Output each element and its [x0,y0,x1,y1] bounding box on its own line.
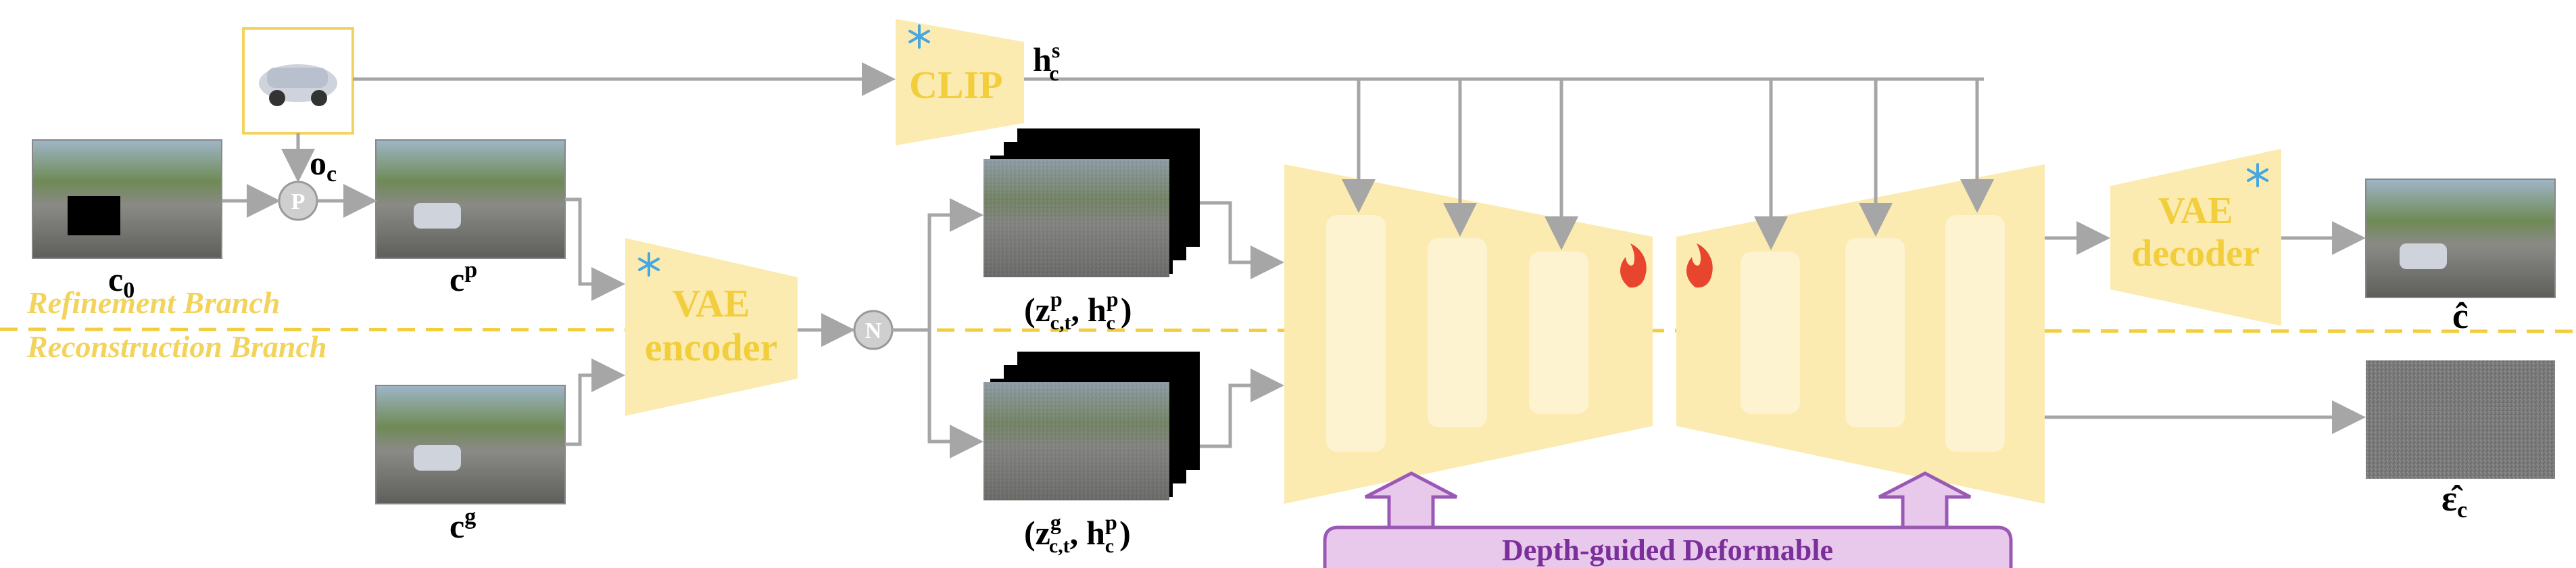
label-cp: cp [449,258,477,298]
label-cg: cg [449,504,476,545]
op-p-label: P [291,189,306,214]
noisy-stack-refinement [983,128,1200,277]
image-eps-hat [2366,360,2555,479]
snowflake-icon [638,252,660,277]
arrow-cg-to-vae [565,358,625,446]
label-c-hat: ĉ [2452,295,2469,336]
unet-decoder-half [1676,164,2045,504]
clip-block: CLIP [896,19,1024,145]
depth-guided-module: Depth-guided Deformable [1323,471,2013,568]
fire-icon [1686,243,1713,288]
mask-region [68,196,120,235]
depth-arrow-right [1878,471,1972,529]
reconstruction-branch-label: Reconstruction Branch [26,329,327,364]
image-c0 [32,139,222,259]
op-n-label: N [865,318,882,344]
arrows [222,62,2366,458]
image-cg [375,385,566,504]
depth-module-box [1323,525,2013,568]
image-c-hat [2365,179,2556,298]
car-thumbnail [259,64,337,106]
label-eps-hat: ε̂c [2441,478,2467,523]
unet-encoder-half [1284,164,1653,504]
op-p-node: P [278,181,318,221]
clip-label: CLIP [909,63,1003,107]
fire-icon [1620,243,1647,288]
vae-encoder-block: VAE encoder [625,238,798,416]
refinement-branch-label: Refinement Branch [26,285,280,320]
label-oc: oc [310,144,337,187]
snowflake-icon [908,24,930,49]
vae-encoder-label-line2: encoder [645,325,778,369]
image-cp [375,139,566,259]
vae-decoder-label-line2: decoder [2131,233,2260,275]
snowflake-icon [2247,163,2268,187]
vae-decoder-block: VAE decoder [2110,149,2281,326]
depth-arrow-left [1364,471,1458,529]
object-crop-box [242,27,354,135]
depth-module-label: Depth-guided Deformable [1502,534,1833,567]
vae-encoder-label-line1: VAE [673,281,750,325]
arrow-bottom-stack-to-unet [1200,369,1284,448]
arrow-n-to-top-stack [892,198,983,332]
op-n-node: N [853,310,894,350]
label-c0: c0 [108,260,135,303]
noisy-stack-reconstruction [983,352,1200,500]
arrow-top-stack-to-unet [1200,201,1284,279]
vae-decoder-label-line1: VAE [2158,190,2233,232]
arrow-cp-to-vae [565,197,625,301]
arrow-n-to-bottom-stack [892,328,983,458]
